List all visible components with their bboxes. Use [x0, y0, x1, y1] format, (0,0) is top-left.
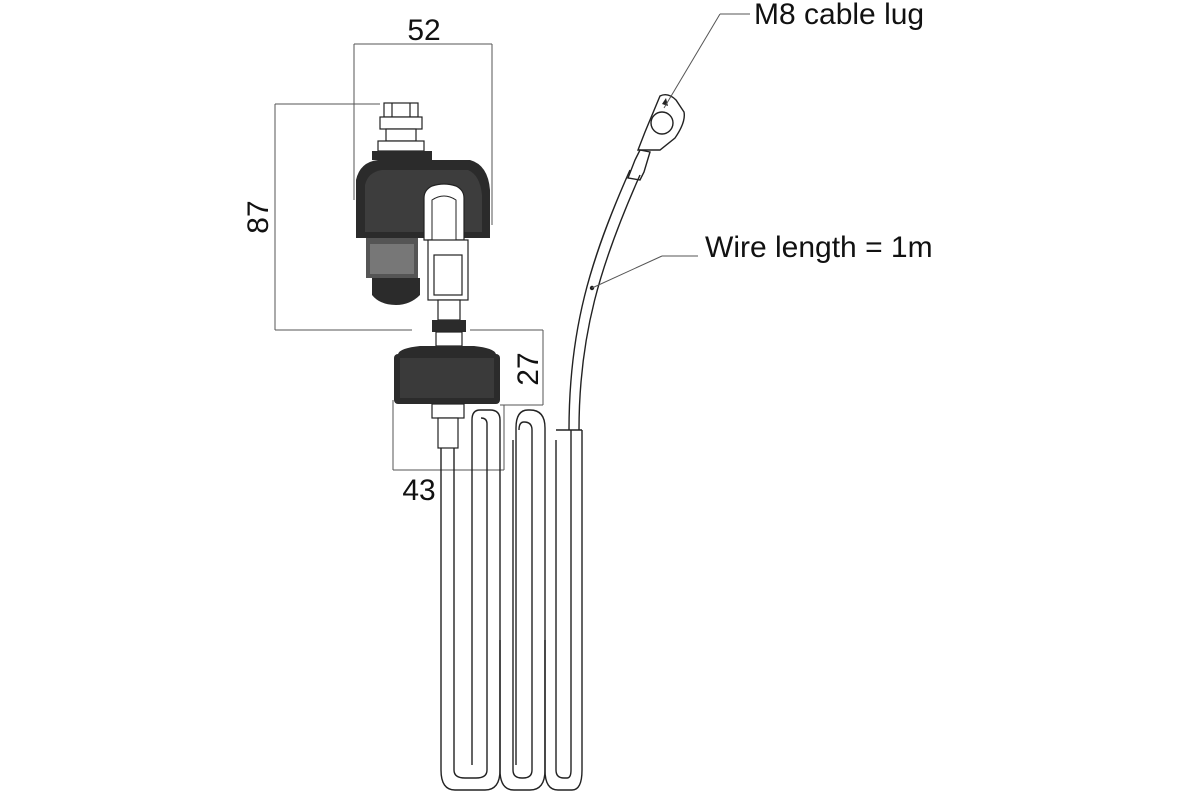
cable-lug — [627, 93, 685, 181]
callout-wire-length: Wire length = 1m — [705, 231, 933, 264]
dimension-height-head: 87 — [242, 200, 275, 233]
dimension-lines — [274, 43, 544, 471]
dimension-width-flange: 43 — [402, 474, 435, 507]
dimension-height-flange: 27 — [512, 352, 545, 385]
callout-leaders — [591, 13, 750, 289]
dimension-width-top: 52 — [407, 14, 440, 47]
terminal-head — [356, 102, 500, 449]
heating-loops — [440, 409, 583, 791]
wire — [568, 169, 641, 431]
callout-cable-lug: M8 cable lug — [754, 0, 924, 31]
